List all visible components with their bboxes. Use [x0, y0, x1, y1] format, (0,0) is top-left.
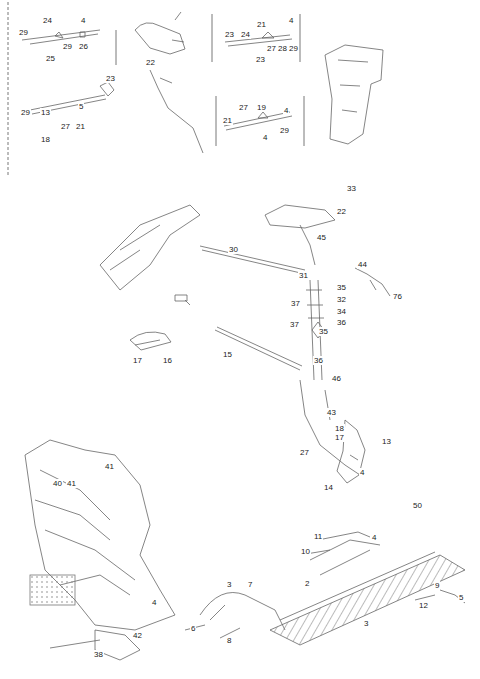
- callout-number: 23: [224, 30, 235, 39]
- callout-number: 45: [316, 233, 327, 242]
- callout-number: 41: [104, 462, 115, 471]
- callout-number: 42: [132, 631, 143, 640]
- callout-number: 10: [300, 547, 311, 556]
- callout-number: 44: [357, 260, 368, 269]
- callout-number: 27: [299, 448, 310, 457]
- callout-number: 27: [60, 122, 71, 131]
- callout-number: 32: [336, 295, 347, 304]
- callout-number: 18: [40, 135, 51, 144]
- callout-number: 4: [359, 468, 365, 477]
- callout-number: 23: [105, 74, 116, 83]
- callout-number: 4: [283, 106, 289, 115]
- callout-number: 34: [336, 307, 347, 316]
- callout-number: 43: [326, 408, 337, 417]
- callout-number: 21: [256, 20, 267, 29]
- callout-number: 29: [279, 126, 290, 135]
- callout-number: 19: [256, 103, 267, 112]
- callout-number: 36: [313, 356, 324, 365]
- callout-number: 29: [288, 44, 299, 53]
- callout-number: 6: [190, 624, 196, 633]
- callout-number: 21: [75, 122, 86, 131]
- callout-number: 35: [336, 283, 347, 292]
- inset-frames: [8, 2, 304, 176]
- callout-number: 29: [62, 42, 73, 51]
- callout-number: 35: [318, 327, 329, 336]
- callout-number: 16: [162, 356, 173, 365]
- callout-number: 2: [304, 579, 310, 588]
- callout-number: 4: [262, 133, 268, 142]
- callout-number: 5: [458, 593, 464, 602]
- callout-number: 4: [80, 16, 86, 25]
- callout-number: 46: [331, 374, 342, 383]
- callout-number: 76: [392, 292, 403, 301]
- callout-number: 26: [78, 42, 89, 51]
- callout-number: 36: [336, 318, 347, 327]
- part-sketches: [22, 12, 465, 660]
- callout-number: 3: [226, 580, 232, 589]
- callout-number: 27: [238, 103, 249, 112]
- callout-number: 24: [42, 16, 53, 25]
- callout-number: 29: [18, 28, 29, 37]
- callout-number: 50: [412, 501, 423, 510]
- callout-number: 9: [434, 581, 440, 590]
- callout-number: 3: [363, 619, 369, 628]
- callout-number: 4: [151, 598, 157, 607]
- callout-number: 14: [323, 483, 334, 492]
- callout-number: 37: [290, 299, 301, 308]
- callout-number: 4: [288, 16, 294, 25]
- callout-number: 5: [78, 102, 84, 111]
- callout-number: 13: [40, 108, 51, 117]
- callout-number: 28: [277, 44, 288, 53]
- callout-number: 17: [334, 433, 345, 442]
- callout-number: 7: [247, 580, 253, 589]
- callout-number: 37: [289, 320, 300, 329]
- callout-number: 17: [132, 356, 143, 365]
- callout-number: 27: [266, 44, 277, 53]
- callout-number: 4: [371, 533, 377, 542]
- callout-number: 21: [222, 116, 233, 125]
- callout-number: 38: [93, 650, 104, 659]
- callout-number: 12: [418, 601, 429, 610]
- callout-number: 8: [226, 636, 232, 645]
- callout-number: 29: [20, 108, 31, 117]
- callout-number: 40: [52, 479, 63, 488]
- callout-number: 22: [145, 58, 156, 67]
- callout-number: 41: [66, 479, 77, 488]
- callout-number: 30: [228, 245, 239, 254]
- callout-number: 33: [346, 184, 357, 193]
- callout-number: 24: [240, 30, 251, 39]
- callout-number: 23: [255, 55, 266, 64]
- callout-number: 18: [334, 424, 345, 433]
- callout-number: 15: [222, 350, 233, 359]
- callout-number: 13: [381, 437, 392, 446]
- callout-number: 31: [298, 271, 309, 280]
- callout-number: 22: [336, 207, 347, 216]
- callout-number: 11: [313, 532, 323, 541]
- callout-number: 25: [45, 54, 56, 63]
